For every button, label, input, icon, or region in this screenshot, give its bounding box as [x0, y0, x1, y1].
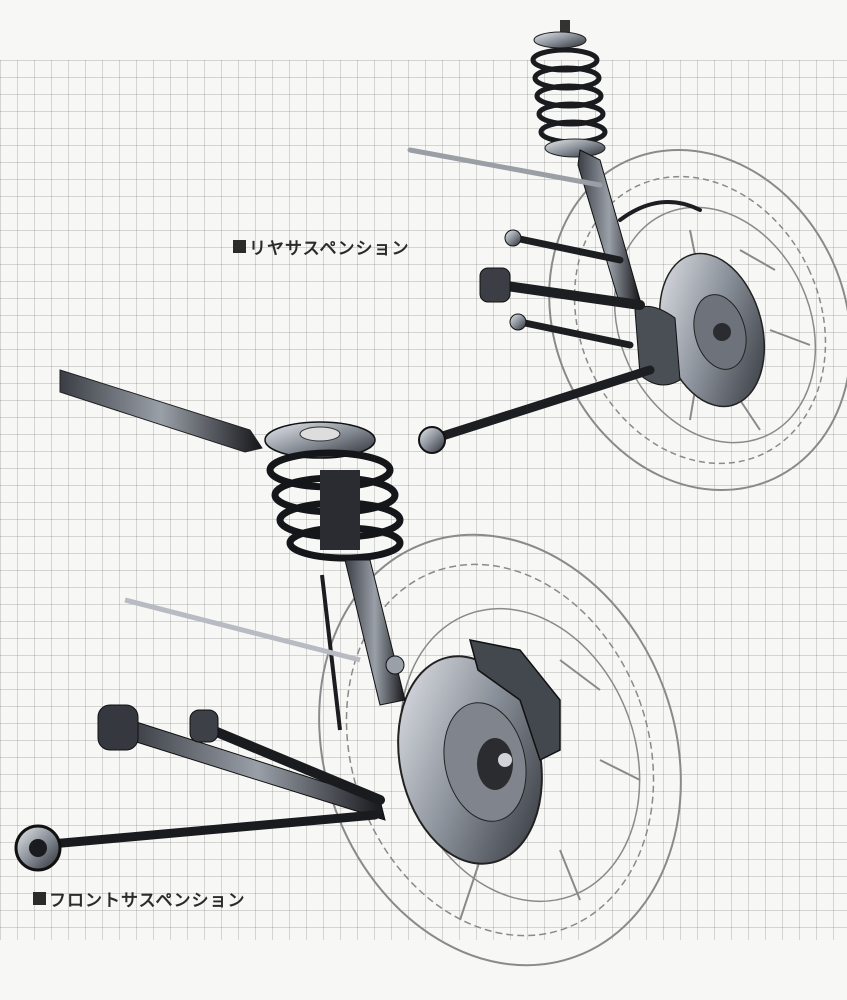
- front-brake-disc: [397, 655, 543, 865]
- front-tension-rod: [59, 369, 263, 453]
- front-suspension-illustration: [14, 369, 682, 967]
- rear-bushing: [418, 426, 446, 454]
- rear-brake-disc: [658, 252, 766, 408]
- front-suspension-label: フロントサスペンション: [33, 886, 245, 911]
- front-lower-arm: [35, 719, 386, 850]
- front-strut: [264, 421, 406, 706]
- rear-bushing: [504, 229, 522, 247]
- rear-suspension-label: リヤサスペンション: [233, 234, 409, 259]
- stabilizer-bar: [124, 597, 361, 663]
- rear-bushing: [479, 267, 511, 303]
- front-bushing: [97, 704, 139, 751]
- front-bushing: [189, 709, 219, 743]
- rear-tire: [548, 148, 847, 492]
- rear-suspension-illustration: [407, 20, 847, 492]
- rear-strut: [530, 20, 641, 306]
- square-bullet-icon: [33, 892, 46, 905]
- rear-suspension-text: リヤサスペンション: [249, 239, 410, 259]
- rear-links: [407, 147, 702, 445]
- rear-caliper: [634, 305, 681, 386]
- front-suspension-text: フロントサスペンション: [49, 891, 246, 911]
- rear-bushing: [509, 313, 527, 331]
- front-caliper: [468, 639, 561, 762]
- square-bullet-icon: [233, 240, 246, 253]
